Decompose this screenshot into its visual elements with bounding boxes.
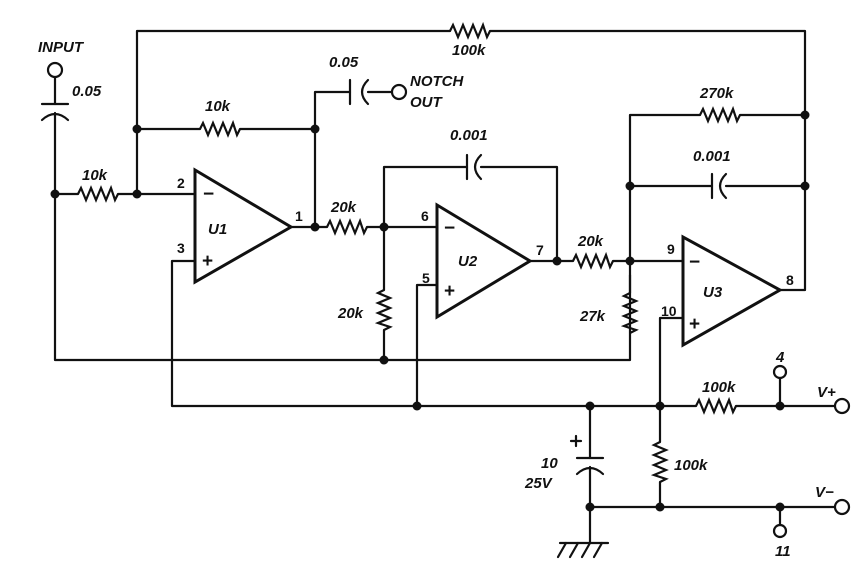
capacitor-input-0-05 — [40, 102, 70, 122]
capacitors — [40, 78, 728, 476]
notch-cap-label: 0.05 — [329, 54, 359, 71]
input-cap-label: 0.05 — [72, 83, 102, 100]
terminals — [46, 61, 851, 539]
vplus-label: V+ — [817, 384, 836, 401]
u3-name: U3 — [703, 284, 723, 301]
input-10k-label: 10k — [82, 167, 108, 184]
vplus-100k-label: 100k — [702, 379, 736, 396]
u2-minus-sign: − — [444, 218, 455, 239]
op-amp-u2 — [435, 202, 533, 320]
junctions — [50, 110, 810, 512]
u3-270k-label: 270k — [699, 85, 734, 102]
resistors — [77, 21, 741, 483]
u2-u3-20k-label: 20k — [577, 233, 604, 250]
u3-27k-label: 27k — [579, 308, 606, 325]
op-amp-labels: U1 2 3 1 − + U2 6 5 7 − + U3 9 10 8 − + — [177, 175, 794, 335]
u1-plus-sign: + — [202, 251, 213, 272]
u1-u2-20k-label: 20k — [330, 199, 357, 216]
ground-symbol — [556, 541, 610, 559]
resistor-input-10k — [77, 184, 119, 203]
notch-out-terminal — [390, 83, 408, 101]
capacitor-notch-0-05 — [348, 78, 370, 106]
resistor-bias-100k — [650, 441, 669, 483]
u1-pin-plus: 3 — [177, 240, 185, 256]
resistor-feedback-10k — [199, 119, 241, 138]
resistor-27k — [620, 292, 639, 334]
u3-cap-label: 0.001 — [693, 148, 731, 165]
u2-plus-sign: + — [444, 281, 455, 302]
op-amp-u3 — [681, 234, 784, 348]
input-label: INPUT — [38, 39, 85, 56]
bypass-cap-label-2: 25V — [524, 475, 554, 492]
capacitor-u3-feedback-0-001 — [710, 172, 728, 200]
feedback-10k-label: 10k — [205, 98, 231, 115]
top-100k-label: 100k — [452, 42, 486, 59]
u1-minus-sign: − — [203, 184, 214, 205]
resistor-u1-u2-20k — [326, 217, 368, 236]
u1-pin-minus: 2 — [177, 175, 185, 191]
op-amp-u1 — [193, 167, 294, 285]
vminus-terminal — [833, 498, 851, 516]
pin4-label: 4 — [775, 349, 785, 366]
u1-name: U1 — [208, 221, 227, 238]
resistor-u2-u3-20k — [572, 251, 614, 270]
u2-pin-plus: 5 — [422, 270, 430, 286]
u1-pin-out: 1 — [295, 208, 303, 224]
vplus-terminal — [833, 397, 851, 415]
u3-pin-plus: 10 — [661, 303, 677, 319]
u2-minus-20k-label: 20k — [337, 305, 364, 322]
resistor-u2-minus-20k — [374, 289, 393, 331]
resistor-u3-feedback-270k — [699, 105, 741, 124]
notch-out-label-1: NOTCH — [410, 73, 464, 90]
notch-out-label-2: OUT — [410, 94, 444, 111]
u2-cap-label: 0.001 — [450, 127, 488, 144]
capacitor-u2-feedback-0-001 — [465, 153, 483, 181]
capacitor-bypass-10uf — [569, 434, 605, 476]
wires — [53, 29, 837, 545]
u2-name: U2 — [458, 253, 478, 270]
u2-pin-out: 7 — [536, 242, 544, 258]
pin11-label: 11 — [775, 543, 791, 560]
bypass-cap-label-1: 10 — [541, 455, 558, 472]
resistor-vplus-100k — [695, 396, 737, 415]
bias-100k-label: 100k — [674, 457, 708, 474]
resistor-top-100k — [449, 21, 491, 40]
pin4-terminal — [772, 364, 788, 380]
u2-pin-minus: 6 — [421, 208, 429, 224]
u3-pin-minus: 9 — [667, 241, 675, 257]
u3-minus-sign: − — [689, 252, 700, 273]
u3-pin-out: 8 — [786, 272, 794, 288]
u3-plus-sign: + — [689, 314, 700, 335]
component-labels: INPUT 0.05 0.05 NOTCH OUT 100k 10k 10k 2… — [38, 39, 836, 560]
pin11-terminal — [772, 523, 788, 539]
vminus-label: V− — [815, 484, 834, 501]
input-terminal — [46, 61, 64, 79]
